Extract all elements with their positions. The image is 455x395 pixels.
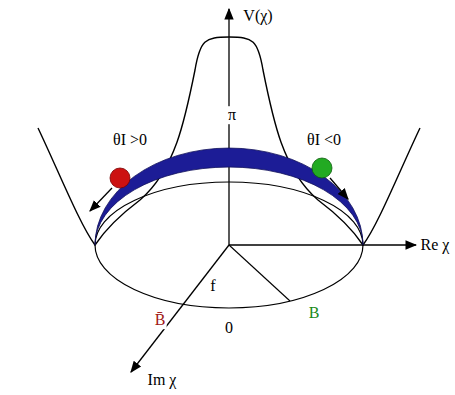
minimum-band xyxy=(95,148,363,245)
phase-label: 0 xyxy=(224,319,234,337)
potential-curve xyxy=(38,37,420,245)
angle-label: θI >0 xyxy=(112,131,148,149)
roll-arrow xyxy=(90,188,112,211)
roll-arrow xyxy=(330,178,348,199)
baryon-label: B xyxy=(308,304,321,322)
re-axis xyxy=(229,244,416,245)
axis-label: Re χ xyxy=(420,236,451,254)
axis-label: Im χ xyxy=(147,371,178,389)
red-ball xyxy=(110,168,130,188)
radius-label: f xyxy=(209,277,216,295)
green-ball xyxy=(312,158,332,178)
im-axis xyxy=(131,245,229,372)
v-axis xyxy=(228,9,229,245)
phase-label: π xyxy=(227,106,237,124)
radius-line xyxy=(229,245,290,301)
antibaryon-label: B̄ xyxy=(154,311,167,329)
axis-label: V(χ) xyxy=(242,7,273,25)
angle-label: θI <0 xyxy=(306,131,342,149)
